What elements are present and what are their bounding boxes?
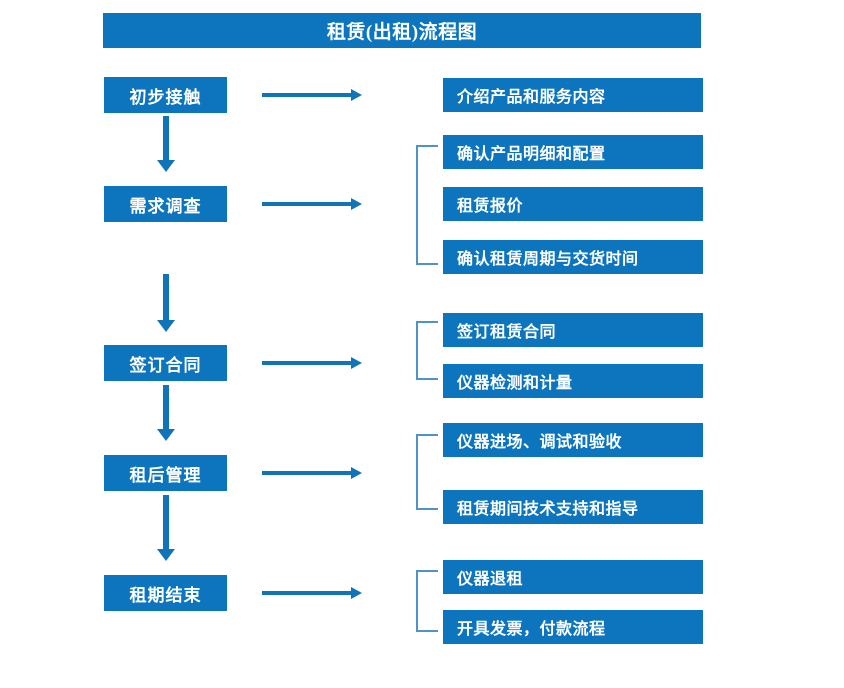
stage-box[interactable]: 租期结束	[104, 575, 227, 611]
page-title: 租赁(出租)流程图	[103, 13, 701, 48]
arrow-head	[351, 357, 362, 369]
arrow-to-requirements-icon	[262, 197, 362, 211]
arrow-head	[351, 198, 362, 210]
flow-arrow-3-icon	[157, 385, 175, 441]
flow-arrow-4-icon	[157, 495, 175, 561]
arrow-to-postrent-icon	[262, 466, 362, 480]
detail-box[interactable]: 介绍产品和服务内容	[443, 78, 703, 112]
bracket-contract	[416, 321, 438, 380]
arrow-head	[351, 89, 362, 101]
arrow-head	[157, 549, 175, 561]
arrow-head	[157, 429, 175, 441]
arrow-shaft	[163, 274, 169, 321]
bracket-postrent	[416, 434, 438, 510]
detail-box[interactable]: 租赁期间技术支持和指导	[443, 490, 703, 524]
arrow-shaft	[163, 385, 169, 430]
arrow-head	[351, 467, 362, 479]
detail-box[interactable]: 仪器进场、调试和验收	[443, 423, 703, 457]
arrow-shaft	[163, 495, 169, 550]
arrow-to-end-icon	[262, 586, 362, 600]
arrow-shaft	[262, 591, 352, 595]
bracket-requirements	[416, 145, 438, 265]
flow-arrow-1-icon	[157, 116, 175, 172]
arrow-shaft	[262, 93, 352, 97]
bracket-end	[416, 570, 438, 632]
detail-box[interactable]: 租赁报价	[443, 187, 703, 221]
arrow-head	[351, 587, 362, 599]
flow-arrow-2-icon	[157, 274, 175, 332]
detail-box[interactable]: 签订租赁合同	[443, 313, 703, 347]
stage-box[interactable]: 签订合同	[104, 345, 227, 381]
detail-box[interactable]: 确认产品明细和配置	[443, 135, 703, 169]
arrow-to-intro-icon	[262, 88, 362, 102]
arrow-shaft	[163, 116, 169, 161]
arrow-shaft	[262, 361, 352, 365]
stage-box[interactable]: 需求调查	[104, 186, 227, 222]
arrow-shaft	[262, 471, 352, 475]
detail-box[interactable]: 仪器退租	[443, 560, 703, 594]
detail-box[interactable]: 确认租赁周期与交货时间	[443, 240, 703, 274]
detail-box[interactable]: 仪器检测和计量	[443, 364, 703, 398]
arrow-head	[157, 320, 175, 332]
stage-box[interactable]: 租后管理	[104, 455, 227, 491]
arrow-to-contract-icon	[262, 356, 362, 370]
detail-box[interactable]: 开具发票，付款流程	[443, 610, 703, 644]
arrow-head	[157, 160, 175, 172]
stage-box[interactable]: 初步接触	[104, 77, 227, 113]
arrow-shaft	[262, 202, 352, 206]
